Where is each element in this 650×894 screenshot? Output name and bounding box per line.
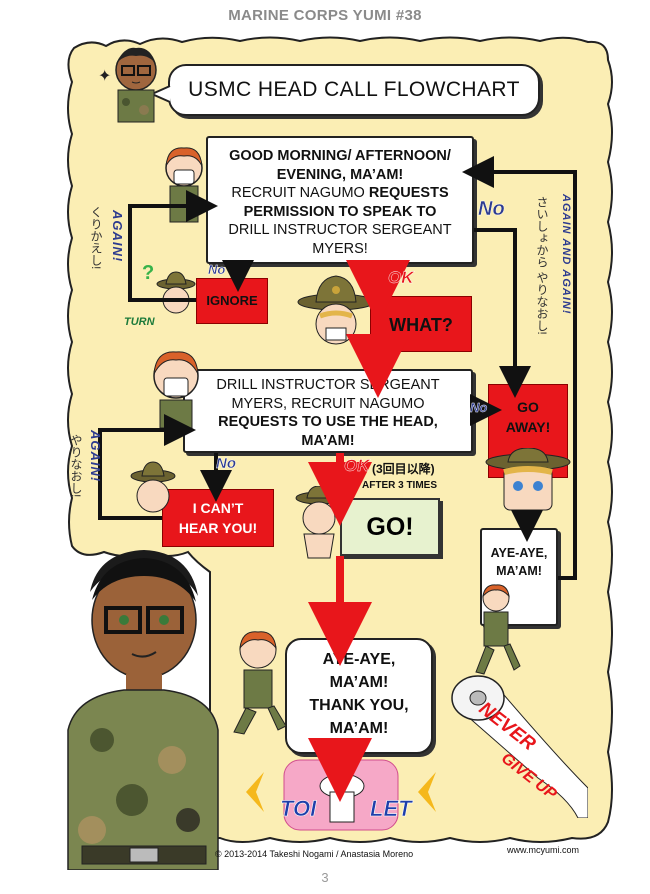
flowchart-title: USMC HEAD CALL FLOWCHART bbox=[168, 64, 540, 116]
question-icon: ? bbox=[142, 262, 155, 284]
after-three-times-label: AFTER 3 TIMES bbox=[362, 480, 438, 491]
no-label-1: No bbox=[208, 262, 226, 277]
jp-repeat-label-2: やりなおし! bbox=[69, 434, 83, 498]
drill-instructor-small-icon-2 bbox=[130, 461, 176, 513]
copyright-text: © 2013-2014 Takeshi Nogami / Anastasia M… bbox=[215, 849, 414, 859]
step2-line2: MYERS, RECRUIT NAGUMO bbox=[231, 395, 425, 412]
instructor-chibi-icon bbox=[115, 47, 157, 123]
no-label-2: No bbox=[478, 198, 505, 220]
step1-line4: PERMISSION TO SPEAK TO bbox=[243, 203, 437, 220]
jp-repeat-label-1: くりかえし! bbox=[89, 206, 103, 270]
step1-line5: DRILL INSTRUCTOR SERGEANT bbox=[228, 222, 452, 238]
page-number: 3 bbox=[321, 870, 329, 885]
step1-line1: GOOD MORNING/ AFTERNOON/ bbox=[229, 148, 451, 164]
response-cant-hear: I CAN’T HEAR YOU! bbox=[162, 489, 274, 547]
website-url[interactable]: www.mcyumi.com bbox=[507, 845, 580, 855]
toilet-label-2: LET bbox=[370, 796, 412, 822]
step1-line3: RECRUIT NAGUMO REQUESTS bbox=[231, 185, 449, 201]
no-label-3: No bbox=[470, 400, 488, 415]
recruit-shouting-icon-2 bbox=[153, 351, 199, 429]
again-and-again-label: AGAIN AND AGAIN! bbox=[560, 194, 572, 315]
no-label-4: No bbox=[216, 455, 236, 472]
again-label-1: AGAIN! bbox=[110, 210, 125, 263]
step2-line3: REQUESTS TO USE THE HEAD, bbox=[218, 414, 438, 430]
drill-instructor-portrait-icon bbox=[67, 550, 219, 870]
ok-jp-label: (3回目以降) bbox=[372, 462, 435, 476]
toilet-paper-icon bbox=[451, 675, 588, 818]
response-aye-aye: AYE-AYE, MA’AM! bbox=[480, 528, 558, 626]
step1-line2: EVENING, MA’AM! bbox=[276, 166, 404, 183]
drill-instructor-angry-icon bbox=[485, 448, 571, 511]
step-request-to-speak: GOOD MORNING/ AFTERNOON/ EVENING, MA’AM!… bbox=[206, 136, 474, 264]
ok-label-1: OK bbox=[388, 268, 414, 287]
jp-restart-label: さいしょから やりなおし! bbox=[535, 196, 549, 335]
step2-line4: MA’AM! bbox=[301, 432, 355, 449]
recruit-running-icon bbox=[233, 631, 287, 735]
ok-label-2: OK bbox=[344, 456, 370, 475]
sparkle-icon: ✦ bbox=[98, 68, 112, 85]
comic-title: MARINE CORPS YUMI #38 bbox=[228, 7, 422, 24]
recruit-running-icon-2 bbox=[475, 584, 521, 675]
turn-label: TURN bbox=[124, 316, 155, 328]
step1-line6: MYERS! bbox=[312, 240, 368, 257]
again-label-2: AGAIN! bbox=[88, 430, 103, 483]
